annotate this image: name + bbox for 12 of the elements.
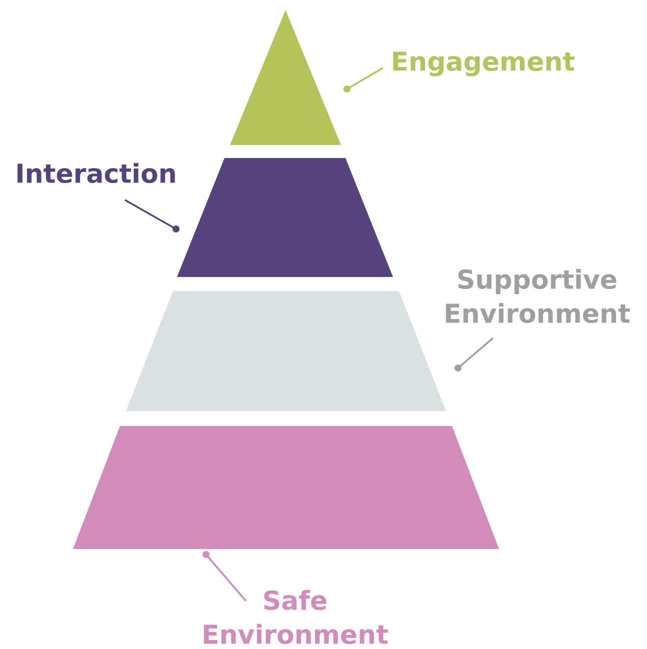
pyramid-layer xyxy=(126,291,446,411)
layer-label: Engagement xyxy=(393,52,575,76)
layer-label: Interaction xyxy=(18,162,175,184)
pyramid-top xyxy=(230,10,341,145)
layer-label: Supportive Environment xyxy=(446,268,630,324)
leader-line xyxy=(124,199,180,232)
leader-line xyxy=(454,337,494,372)
leader-line xyxy=(344,67,384,92)
layer-label: Safe Environment xyxy=(204,590,388,644)
pyramid-layer xyxy=(73,426,499,549)
pyramid-layer xyxy=(177,158,393,277)
leader-line xyxy=(202,551,247,602)
